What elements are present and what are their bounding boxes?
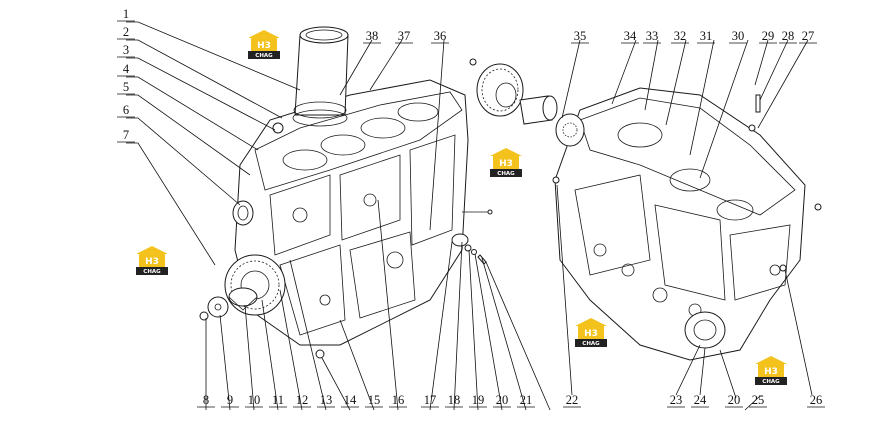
callout-number: 20 bbox=[496, 393, 509, 407]
callout-number: 25 bbox=[752, 393, 765, 407]
oil-pump-cover bbox=[684, 311, 726, 349]
callout-number: 18 bbox=[448, 393, 461, 407]
small-bolt bbox=[469, 58, 477, 66]
callout-number: 19 bbox=[472, 393, 485, 407]
drain-plug bbox=[779, 264, 787, 272]
thrust-plate bbox=[207, 296, 229, 318]
callout-number: 6 bbox=[123, 103, 129, 117]
callout-number: 13 bbox=[320, 393, 333, 407]
callout-number: 5 bbox=[123, 80, 129, 94]
callout-number: 26 bbox=[810, 393, 823, 407]
svg-text:CHAG: CHAG bbox=[582, 341, 600, 347]
stud-bolt bbox=[755, 94, 761, 113]
callout-number: 27 bbox=[802, 29, 815, 43]
svg-text:CHAG: CHAG bbox=[762, 379, 780, 385]
callout-number: 14 bbox=[344, 393, 357, 407]
callout-number: 28 bbox=[782, 29, 795, 43]
callout-number: 38 bbox=[366, 29, 379, 43]
callout-number: 36 bbox=[434, 29, 447, 43]
svg-text:CHAG: CHAG bbox=[143, 269, 161, 275]
callout-number: 7 bbox=[123, 128, 129, 142]
callout-number: 20 bbox=[728, 393, 741, 407]
cylinder-liner bbox=[292, 26, 349, 127]
right-engine-block bbox=[554, 87, 806, 361]
callout-number: 21 bbox=[520, 393, 533, 407]
callout-number: 37 bbox=[398, 29, 411, 43]
callout-number: 11 bbox=[272, 393, 284, 407]
callout-number: 8 bbox=[203, 393, 209, 407]
callout-number: 12 bbox=[296, 393, 309, 407]
callout-number: 32 bbox=[674, 29, 687, 43]
callout-number: 34 bbox=[624, 29, 637, 43]
callout-number: 10 bbox=[248, 393, 261, 407]
callout-number: 29 bbox=[762, 29, 775, 43]
callout-number: 17 bbox=[424, 393, 437, 407]
callout-number: 3 bbox=[123, 43, 129, 57]
svg-text:CHAG: CHAG bbox=[497, 171, 515, 177]
svg-text:H3: H3 bbox=[145, 257, 159, 267]
stud-nut bbox=[748, 124, 756, 132]
callout-number: 31 bbox=[700, 29, 713, 43]
callout-number: 33 bbox=[646, 29, 659, 43]
left-engine-block bbox=[232, 79, 469, 346]
timing-gear bbox=[224, 254, 286, 316]
callout-number: 16 bbox=[392, 393, 405, 407]
svg-text:CHAG: CHAG bbox=[255, 53, 273, 59]
callout-number: 24 bbox=[694, 393, 707, 407]
callout-number: 30 bbox=[732, 29, 745, 43]
svg-text:H3: H3 bbox=[584, 329, 598, 339]
leader-lines bbox=[126, 21, 813, 411]
svg-text:H3: H3 bbox=[764, 367, 778, 377]
callout-number: 1 bbox=[123, 7, 129, 21]
gear-bolt bbox=[199, 311, 209, 321]
callout-number: 35 bbox=[574, 29, 587, 43]
side-bolt bbox=[814, 203, 822, 211]
dowel-pin bbox=[552, 176, 560, 184]
svg-text:H3: H3 bbox=[499, 159, 513, 169]
plug bbox=[315, 349, 325, 359]
callout-number: 23 bbox=[670, 393, 683, 407]
callout-number: 9 bbox=[227, 393, 233, 407]
callout-number: 22 bbox=[566, 393, 579, 407]
idler-gear bbox=[476, 63, 585, 147]
callout-number: 4 bbox=[123, 62, 130, 76]
callout-number: 15 bbox=[368, 393, 381, 407]
callout-number: 2 bbox=[123, 25, 129, 39]
svg-text:H3: H3 bbox=[257, 41, 271, 51]
